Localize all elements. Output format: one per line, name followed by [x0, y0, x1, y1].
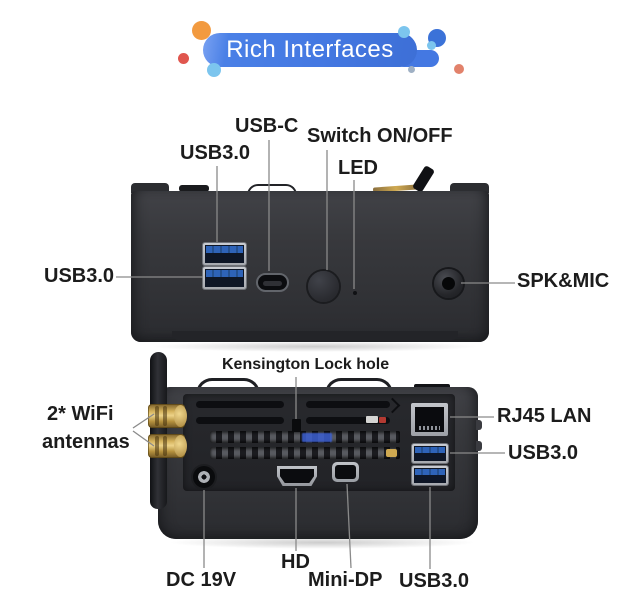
rear-hdmi-port — [277, 466, 317, 486]
front-top-flange-left — [131, 183, 169, 193]
sma-ridge — [155, 436, 159, 456]
side-nub — [476, 420, 482, 430]
sma-antenna-connector-1 — [148, 404, 187, 428]
label-usb-c: USB-C — [235, 115, 299, 137]
internal-red-component — [379, 417, 386, 423]
decor-dot-salmon — [454, 64, 464, 74]
front-usb-a-port-2 — [203, 267, 246, 289]
label-wifi-line2: antennas — [42, 431, 130, 453]
decor-dot-lightblue-left — [207, 63, 221, 77]
vent-slot — [306, 417, 390, 424]
label-rj45: RJ45 LAN — [497, 405, 592, 427]
usb-blue-tab — [206, 270, 243, 277]
internal-white-component — [366, 416, 378, 423]
label-usb30-right: USB3.0 — [508, 442, 579, 464]
label-spk-mic: SPK&MIC — [517, 270, 610, 292]
decor-dot-grayblue — [408, 66, 415, 73]
side-nub — [476, 441, 482, 451]
usb-blue-tab — [206, 246, 243, 253]
front-audio-jack — [434, 269, 463, 298]
vent-grille-row-2 — [210, 447, 400, 459]
wifi-antenna — [150, 352, 167, 509]
vent-slot — [196, 401, 284, 408]
sma-ridge — [163, 436, 167, 456]
rj45-pins — [419, 426, 440, 430]
label-led: LED — [338, 157, 378, 179]
front-top-cable — [247, 184, 297, 195]
sma-cap — [174, 405, 187, 427]
sma-cap — [174, 435, 187, 457]
front-usb-a-port-1 — [203, 243, 246, 265]
kensington-lock-hole — [292, 419, 301, 432]
decor-dot-orange — [192, 21, 211, 40]
internal-blue-label — [302, 433, 332, 442]
rear-usb-a-port-1 — [412, 444, 448, 463]
internal-gold-component — [386, 449, 397, 457]
decor-dot-lightblue-top — [398, 26, 410, 38]
rear-mini-dp-port — [332, 462, 359, 482]
front-top-flange-right — [450, 183, 489, 193]
front-usb-c-port — [256, 273, 289, 292]
sma-ridge — [163, 406, 167, 426]
label-kensington: Kensington Lock hole — [222, 356, 390, 373]
usb-blue-tab — [415, 447, 445, 453]
sma-antenna-connector-2 — [148, 434, 187, 458]
rear-device-shadow — [168, 536, 476, 549]
decor-dot-lightblue-right — [427, 41, 436, 50]
front-power-button — [308, 271, 339, 302]
page-title: Rich Interfaces — [226, 36, 394, 63]
front-device-body — [131, 191, 489, 342]
hdmi-opening — [280, 469, 314, 483]
sma-ridge — [155, 406, 159, 426]
rear-dc-jack — [193, 466, 215, 488]
label-usb30-top: USB3.0 — [180, 142, 251, 164]
front-top-knob — [179, 185, 209, 192]
front-bottom-base — [172, 331, 458, 340]
title-pill: Rich Interfaces — [203, 33, 417, 67]
front-top-antenna-connector — [411, 165, 436, 193]
label-wifi-line1: 2* WiFi — [47, 403, 114, 425]
decor-dot-red — [178, 53, 189, 64]
label-mini-dp: Mini-DP — [308, 569, 383, 591]
audio-jack-hole — [442, 277, 455, 290]
mini-dp-opening — [335, 465, 356, 479]
usb-blue-tab — [415, 469, 445, 475]
label-usb30-bottom: USB3.0 — [399, 570, 470, 592]
front-led-indicator — [353, 291, 357, 295]
label-switch-on-off: Switch ON/OFF — [307, 125, 453, 147]
label-hd: HD — [281, 551, 310, 573]
label-usb30-left: USB3.0 — [44, 265, 115, 287]
usb-c-tab — [263, 281, 282, 286]
front-device-shadow — [150, 341, 480, 352]
label-dc-19v: DC 19V — [166, 569, 237, 591]
vent-slot — [196, 417, 284, 424]
vent-slot — [306, 401, 390, 408]
rear-rj45-port — [411, 403, 448, 436]
rear-usb-a-port-2 — [412, 466, 448, 485]
dc-jack-pin — [198, 471, 210, 483]
